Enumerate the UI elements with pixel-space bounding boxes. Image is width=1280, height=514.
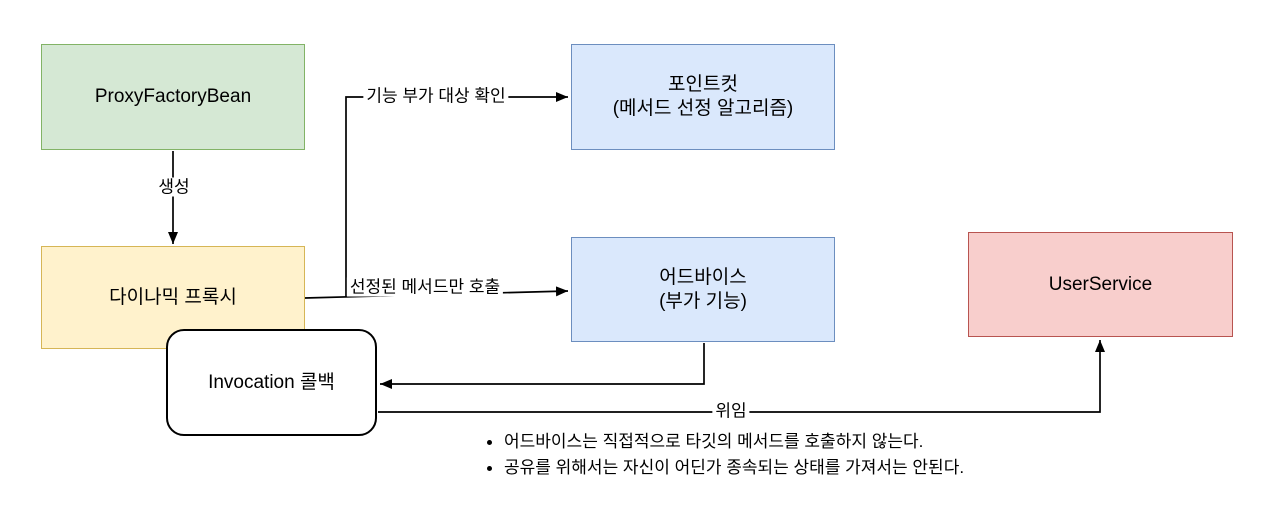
- node-label: UserService: [1048, 273, 1153, 295]
- node-proxy-factory-bean: ProxyFactoryBean: [41, 44, 305, 150]
- note-text: 공유를 위해서는 자신이 어딘가 종속되는 상태를 가져서는 안된다.: [504, 458, 965, 477]
- edge-advice-to-invocation-arrow: [380, 343, 705, 389]
- node-label-line2: (메서드 선정 알고리즘): [612, 98, 794, 119]
- edge-label-call-selected: 선정된 메서드만 호출: [346, 277, 504, 297]
- bullet-dot: [487, 465, 492, 471]
- node-pointcut: 포인트컷 (메서드 선정 알고리즘): [571, 44, 835, 150]
- node-label: ProxyFactoryBean: [94, 86, 252, 107]
- edge-label-check-target: 기능 부가 대상 확인: [363, 86, 509, 106]
- node-label: 다이나믹 프록시: [109, 286, 237, 308]
- notes-list: 어드바이스는 직접적으로 타깃의 메서드를 호출하지 않는다. 공유를 위해서는…: [487, 429, 964, 481]
- edge-label-delegate: 위임: [712, 401, 750, 421]
- node-invocation-callback: Invocation 콜백: [166, 329, 377, 436]
- node-label-line1: 포인트컷: [668, 74, 738, 95]
- edge-check-target-arrow: [345, 92, 568, 297]
- bullet-dot: [487, 439, 492, 445]
- edge-label-create: 생성: [155, 177, 193, 197]
- note-item: 공유를 위해서는 자신이 어딘가 종속되는 상태를 가져서는 안된다.: [487, 455, 964, 481]
- node-label-line1: 어드바이스: [659, 266, 747, 288]
- node-label: Invocation 콜백: [208, 371, 335, 393]
- node-user-service: UserService: [968, 232, 1233, 337]
- node-advice: 어드바이스 (부가 기능): [571, 237, 835, 342]
- node-label-line2: (부가 기능): [659, 290, 747, 312]
- note-item: 어드바이스는 직접적으로 타깃의 메서드를 호출하지 않는다.: [487, 429, 964, 455]
- note-text: 어드바이스는 직접적으로 타깃의 메서드를 호출하지 않는다.: [504, 432, 924, 451]
